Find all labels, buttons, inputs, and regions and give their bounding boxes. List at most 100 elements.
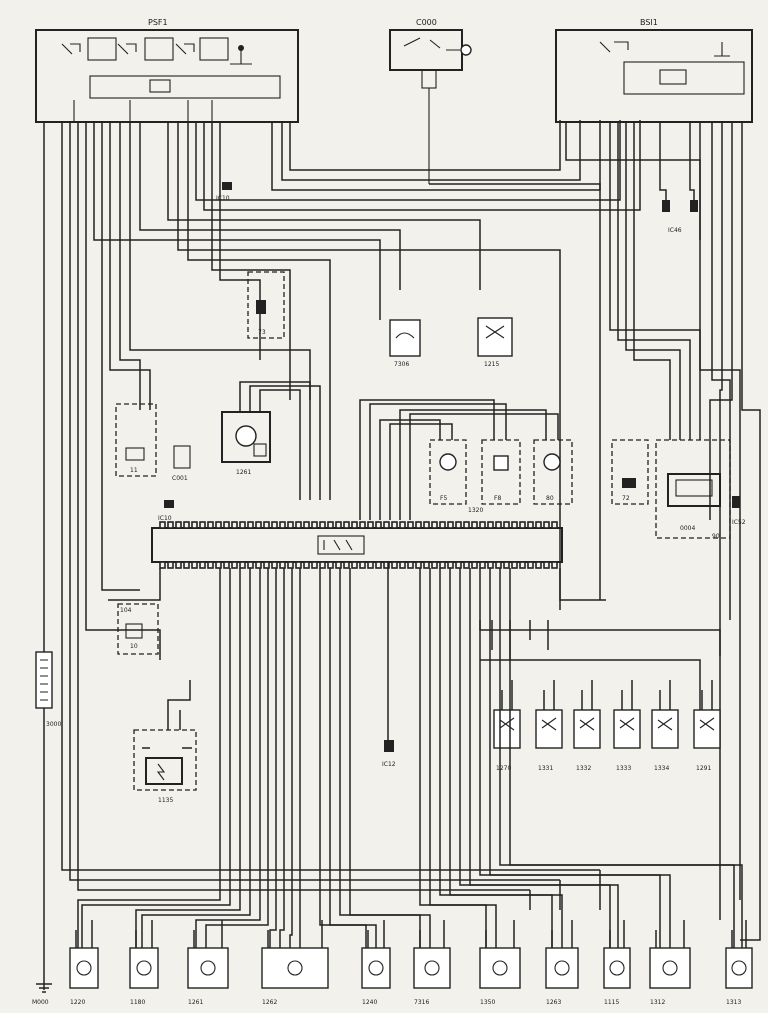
ecu-to-module-wire: [489, 568, 671, 948]
ic10-top-label: IC10: [216, 195, 230, 202]
ecu-pin-top: [407, 521, 414, 529]
ecu-pin-bottom: [199, 561, 206, 569]
ecu-pin-bottom: [471, 561, 478, 569]
bottom-module-symbol: [424, 960, 440, 976]
ground-label: M000: [32, 999, 49, 1006]
ecu-to-module-wire: [205, 568, 269, 948]
bottom-module-symbol: [287, 960, 303, 976]
ecu-pin-top: [351, 521, 358, 529]
bottom-module-label: 1240: [362, 999, 377, 1006]
ecu-pin-bottom: [391, 561, 398, 569]
module-f5-f8-80: F5 F8 80 1320: [359, 399, 573, 520]
module-1261-upper: 1261: [221, 381, 321, 500]
psf1-label: PSF1: [148, 18, 168, 27]
bottom-module-symbol: [76, 960, 92, 976]
ecu-pin-bottom: [271, 561, 278, 569]
m1261b-label: 1261: [236, 469, 251, 476]
ecu-pin-bottom: [487, 561, 494, 569]
ecu-to-module-wire: [509, 568, 743, 948]
ecu-pin-top: [271, 521, 278, 529]
ecu-pin-top: [383, 521, 390, 529]
ecu-to-module-wire: [499, 568, 735, 948]
ecu-to-module-wire: [77, 568, 221, 948]
mid-module-symbol: [699, 717, 715, 731]
bottom-module-label: 1220: [70, 999, 85, 1006]
ecu-pin-bottom: [215, 561, 222, 569]
m1215-label: 1215: [484, 361, 499, 368]
ecu-to-module-wire: [289, 568, 293, 948]
mid-module-label: 1331: [538, 765, 553, 772]
ecu-pin-bottom: [343, 561, 350, 569]
ecu-pin-top: [343, 521, 350, 529]
bottom-module-symbol: [554, 960, 570, 976]
ecu-pin-top: [159, 521, 166, 529]
mid-module-symbol: [619, 717, 635, 731]
bottom-module-body: [261, 947, 329, 989]
bottom-module-lead: [367, 920, 385, 948]
ic46-connector: IC46: [662, 200, 698, 234]
ecu-pin-bottom: [503, 561, 510, 569]
ecu-pin-top: [223, 521, 230, 529]
ecu-pin-bottom: [351, 561, 358, 569]
mid-module-symbol: [541, 717, 557, 731]
ecu-pin-top: [503, 521, 510, 529]
ic10-top: IC10: [216, 182, 232, 202]
ecu-pin-top: [183, 521, 190, 529]
mid-module-body: [651, 709, 679, 749]
ecu-pin-top: [335, 521, 342, 529]
ecu-pin-bottom: [415, 561, 422, 569]
f73-label: 73: [258, 329, 266, 336]
ecu-pin-top: [463, 521, 470, 529]
ecu-pin-top: [255, 521, 262, 529]
f80-label: 80: [546, 495, 554, 502]
ecu-to-module-wire: [439, 568, 553, 948]
mid-module-label: 1332: [576, 765, 591, 772]
mid-module-row: [479, 620, 721, 720]
bottom-module-label: 7316: [414, 999, 429, 1006]
c000-unit: C000: [389, 18, 472, 184]
f72-label: 72: [622, 495, 630, 502]
module-0004: 0004 90: [655, 439, 731, 540]
bottom-module-body: [603, 947, 631, 989]
ecu-pin-bottom: [447, 561, 454, 569]
ecu-pin-top: [247, 521, 254, 529]
c001-label: C001: [172, 475, 188, 482]
ecu-wire-left: [108, 568, 161, 601]
bottom-module-body: [479, 947, 521, 989]
ecu-pin-top: [287, 521, 294, 529]
bsi1-label: BSI1: [640, 18, 658, 27]
module-1135: 1135: [133, 680, 197, 804]
f8-label: F8: [494, 495, 501, 502]
ecu-pin-top: [231, 521, 238, 529]
ecu-pin-top: [375, 521, 382, 529]
ecu-pin-top: [399, 521, 406, 529]
ecu-pin-bottom: [543, 561, 550, 569]
bottom-module-lead: [193, 920, 223, 948]
bottom-module-symbol: [200, 960, 216, 976]
mid-module-label: 1270: [496, 765, 511, 772]
m0004-label: 0004: [680, 525, 695, 532]
ecu-pin-top: [391, 521, 398, 529]
f104-label: 104: [120, 607, 132, 614]
ecu-pin-top: [415, 521, 422, 529]
ecu-pin-bottom: [207, 561, 214, 569]
module-7306: 7306: [389, 319, 421, 368]
ecu-pin-top: [431, 521, 438, 529]
ecu-pin-bottom: [159, 561, 166, 569]
ecu-pin-bottom: [247, 561, 254, 569]
bottom-module-label: 1261: [188, 999, 203, 1006]
ecu-pin-top: [543, 521, 550, 529]
ecu-pin-bottom: [375, 561, 382, 569]
ecu-pin-bottom: [223, 561, 230, 569]
ecu-pin-top: [239, 521, 246, 529]
ecu-pin-bottom: [479, 561, 486, 569]
ecu-pin-top: [479, 521, 486, 529]
bottom-module-body: [69, 947, 99, 989]
ecu-pin-top: [319, 521, 326, 529]
m7306-label: 7306: [394, 361, 409, 368]
psf1-unit: PSF1: [35, 18, 299, 123]
ecu-wire-right: [559, 568, 606, 601]
mid-module-label: 1334: [654, 765, 669, 772]
ecu-pin-bottom: [431, 561, 438, 569]
